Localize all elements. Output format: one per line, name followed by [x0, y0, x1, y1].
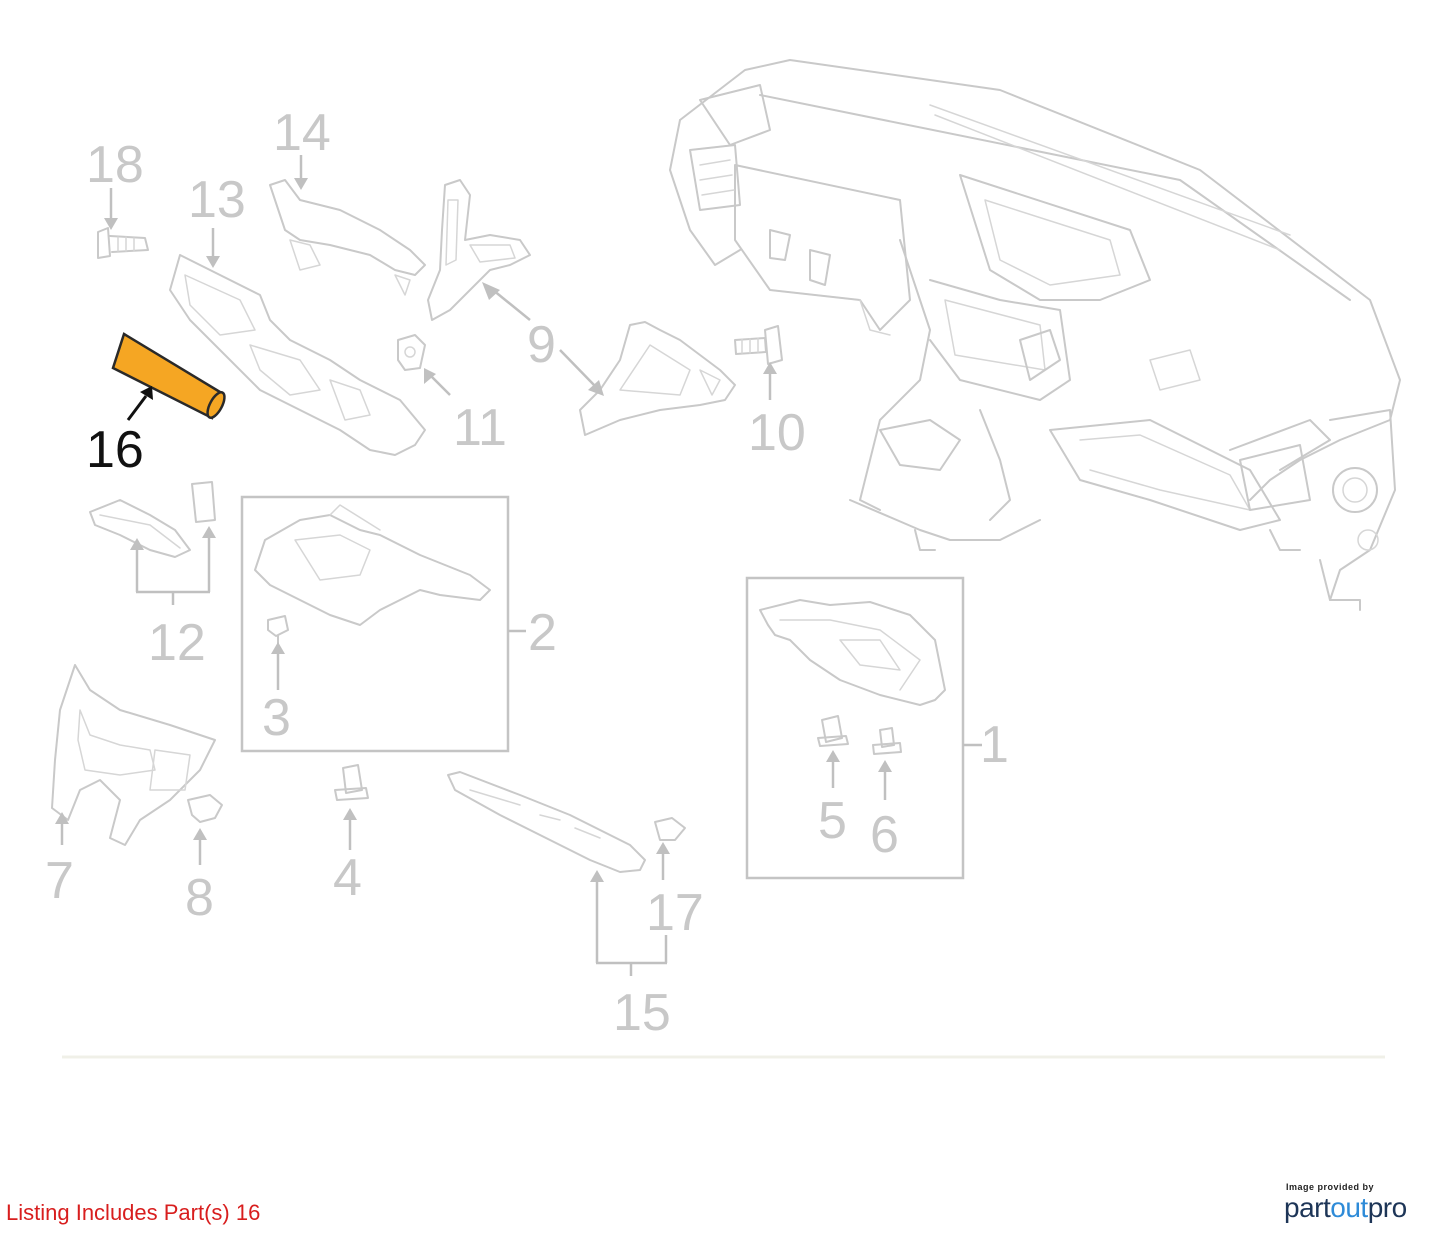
- callout-10: 10: [748, 404, 806, 462]
- part-13-lower-trim: [169, 228, 426, 456]
- callout-15: 15: [613, 984, 671, 1042]
- part-10-bolt: [734, 325, 783, 400]
- callout-16: 16: [86, 421, 144, 479]
- callout-1: 1: [980, 716, 1009, 774]
- callout-5: 5: [818, 792, 847, 850]
- part-2-box: [240, 495, 526, 753]
- credit-caption: Image provided by: [1286, 1182, 1375, 1192]
- part-11-clip: [397, 334, 451, 396]
- part-14-bracket: [269, 155, 426, 296]
- partoutpro-logo: partoutpro: [1284, 1192, 1434, 1224]
- callout-11: 11: [453, 399, 507, 457]
- callout-3: 3: [262, 689, 291, 747]
- callout-7: 7: [45, 852, 74, 910]
- callout-17: 17: [646, 884, 704, 942]
- logo-part: part: [1284, 1192, 1331, 1223]
- part-9-vertical-bracket: [427, 179, 531, 321]
- logo-pro: pro: [1367, 1192, 1407, 1223]
- image-credit: Image provided by partoutpro: [1284, 1182, 1434, 1224]
- part-1-box: [745, 576, 982, 880]
- callout-13: 13: [188, 171, 246, 229]
- part-4-push-clip: [334, 764, 369, 850]
- part-9-angled-bracket: [482, 282, 736, 436]
- part-16-highlighted-trim: [111, 332, 226, 421]
- dashboard-assembly: [669, 59, 1401, 611]
- part-18-bolt: [97, 188, 149, 259]
- part-15-trim-strip: [447, 771, 686, 976]
- callout-8: 8: [185, 869, 214, 927]
- part-7-center-bezel: [51, 664, 216, 846]
- callout-12: 12: [148, 614, 206, 672]
- callout-4: 4: [333, 849, 362, 907]
- listing-includes-text: Listing Includes Part(s) 16: [6, 1200, 261, 1225]
- part-8-clip: [187, 794, 223, 865]
- part-12-group: [89, 481, 216, 605]
- callout-18: 18: [86, 136, 144, 194]
- logo-out: out: [1330, 1192, 1368, 1223]
- callout-2: 2: [528, 604, 557, 662]
- callout-6: 6: [870, 806, 899, 864]
- callout-14: 14: [273, 104, 331, 162]
- callout-9: 9: [527, 316, 556, 374]
